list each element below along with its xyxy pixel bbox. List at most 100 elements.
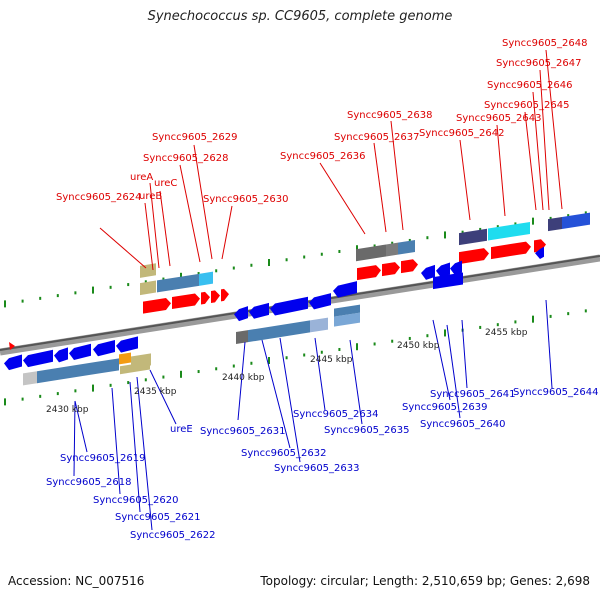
grid-dot xyxy=(162,277,165,281)
reverse-gene-arrow xyxy=(249,302,269,319)
leader-line xyxy=(446,324,461,419)
gene-label[interactable]: Syncc9605_2624 xyxy=(56,192,142,203)
grid-dot xyxy=(215,367,218,371)
leader-line xyxy=(432,319,451,401)
gene-label[interactable]: ureA xyxy=(130,172,153,183)
gene-label[interactable]: ureE xyxy=(170,424,193,435)
gene-label[interactable]: Syncc9605_2633 xyxy=(274,463,360,474)
leader-line xyxy=(237,341,246,421)
gene-label[interactable]: Syncc9605_2621 xyxy=(115,512,201,523)
grid-dot xyxy=(92,384,94,392)
leader-line xyxy=(279,337,301,463)
gene-label[interactable]: Syncc9605_2634 xyxy=(293,409,379,420)
gene-label[interactable]: Syncc9605_2630 xyxy=(203,194,289,205)
reverse-gene-block xyxy=(433,272,463,290)
scale-label: 2430 kbp xyxy=(46,405,89,415)
accession-text: Accession: NC_007516 xyxy=(8,574,145,588)
forward-gene-arrow xyxy=(401,259,418,274)
forward-gene-arrow xyxy=(534,239,546,253)
gene-label[interactable]: Syncc9605_2619 xyxy=(60,453,146,464)
gene-label[interactable]: ureB xyxy=(139,191,162,202)
forward-gene-arrow xyxy=(221,288,229,302)
forward-gene-arrow xyxy=(357,265,381,281)
grid-dot xyxy=(444,329,446,337)
gene-label[interactable]: Syncc9605_2644 xyxy=(513,387,599,398)
grid-dot xyxy=(162,375,165,379)
gene-label[interactable]: ureC xyxy=(154,178,177,189)
grid-dot xyxy=(426,236,429,240)
leader-line xyxy=(193,144,213,260)
gene-block xyxy=(120,361,150,375)
grid-dot xyxy=(303,255,306,259)
grid-dot xyxy=(21,299,24,303)
gene-label[interactable]: Syncc9605_2618 xyxy=(46,477,132,488)
leader-line xyxy=(524,111,537,211)
grid-dot xyxy=(39,296,42,300)
gene-block xyxy=(562,212,590,229)
leader-line xyxy=(459,139,471,221)
gene-block xyxy=(356,244,386,262)
reverse-gene-arrow xyxy=(450,260,462,276)
grid-dot xyxy=(496,225,499,229)
gene-label[interactable]: Syncc9605_2629 xyxy=(152,132,238,143)
gene-label[interactable]: Syncc9605_2647 xyxy=(496,58,582,69)
gene-label[interactable]: Syncc9605_2620 xyxy=(93,495,179,506)
grid-dot xyxy=(144,378,147,382)
gene-label[interactable]: Syncc9605_2648 xyxy=(502,38,588,49)
leader-line xyxy=(314,337,326,411)
gene-label[interactable]: Syncc9605_2642 xyxy=(419,128,505,139)
gene-block xyxy=(248,320,310,343)
reverse-gene-arrow xyxy=(309,293,331,310)
gene-block xyxy=(236,330,248,345)
gene-block xyxy=(548,216,562,232)
gene-label[interactable]: Syncc9605_2637 xyxy=(334,132,420,143)
grid-dot xyxy=(56,392,59,396)
gene-label[interactable]: Syncc9605_2639 xyxy=(402,402,488,413)
leader-line xyxy=(373,142,387,233)
forward-gene-arrow xyxy=(172,293,200,310)
reverse-gene-arrow xyxy=(535,246,544,259)
gene-label[interactable]: Syncc9605_2622 xyxy=(130,530,216,541)
grid-dot xyxy=(338,249,341,253)
reverse-gene-arrow xyxy=(54,347,68,363)
gene-block xyxy=(140,263,156,278)
grid-dot xyxy=(197,272,200,276)
reverse-gene-arrow xyxy=(69,343,91,360)
scale-label: 2450 kbp xyxy=(397,341,440,351)
grid-dot xyxy=(180,272,182,280)
grid-dot xyxy=(584,211,587,215)
grid-dot xyxy=(109,383,112,387)
gene-label[interactable]: Syncc9605_2638 xyxy=(347,110,433,121)
grid-dot xyxy=(127,283,130,287)
gene-block xyxy=(199,271,213,286)
gene-block xyxy=(157,273,199,293)
gene-label[interactable]: Syncc9605_2632 xyxy=(241,448,327,459)
gene-label[interactable]: Syncc9605_2645 xyxy=(484,100,570,111)
reverse-gene-arrow xyxy=(93,339,115,357)
gene-block xyxy=(140,280,156,296)
leader-line xyxy=(461,319,468,389)
gene-block xyxy=(23,371,37,386)
grid-dot xyxy=(285,356,288,360)
gene-label[interactable]: Syncc9605_2641 xyxy=(430,389,516,400)
leader-line xyxy=(149,182,160,269)
scale-label: 2440 kbp xyxy=(222,373,265,383)
leader-line xyxy=(390,120,404,231)
gene-label[interactable]: Syncc9605_2643 xyxy=(456,113,542,124)
reverse-gene-arrow xyxy=(23,349,53,368)
grid-dot xyxy=(21,397,24,401)
gene-label[interactable]: Syncc9605_2635 xyxy=(324,425,410,436)
gene-label[interactable]: Syncc9605_2646 xyxy=(487,80,573,91)
gene-label[interactable]: Syncc9605_2636 xyxy=(280,151,366,162)
reverse-gene-arrow xyxy=(421,264,435,280)
gene-label[interactable]: Syncc9605_2628 xyxy=(143,153,229,164)
grid-dot xyxy=(391,339,394,343)
leader-line xyxy=(319,162,366,235)
scale-label: 2435 kbp xyxy=(134,387,177,397)
leader-line xyxy=(129,381,141,513)
gene-label[interactable]: Syncc9605_2631 xyxy=(200,426,286,437)
gene-label[interactable]: Syncc9605_2640 xyxy=(420,419,506,430)
grid-dot xyxy=(514,222,517,226)
leader-line xyxy=(74,400,88,453)
grid-dot xyxy=(268,259,270,267)
